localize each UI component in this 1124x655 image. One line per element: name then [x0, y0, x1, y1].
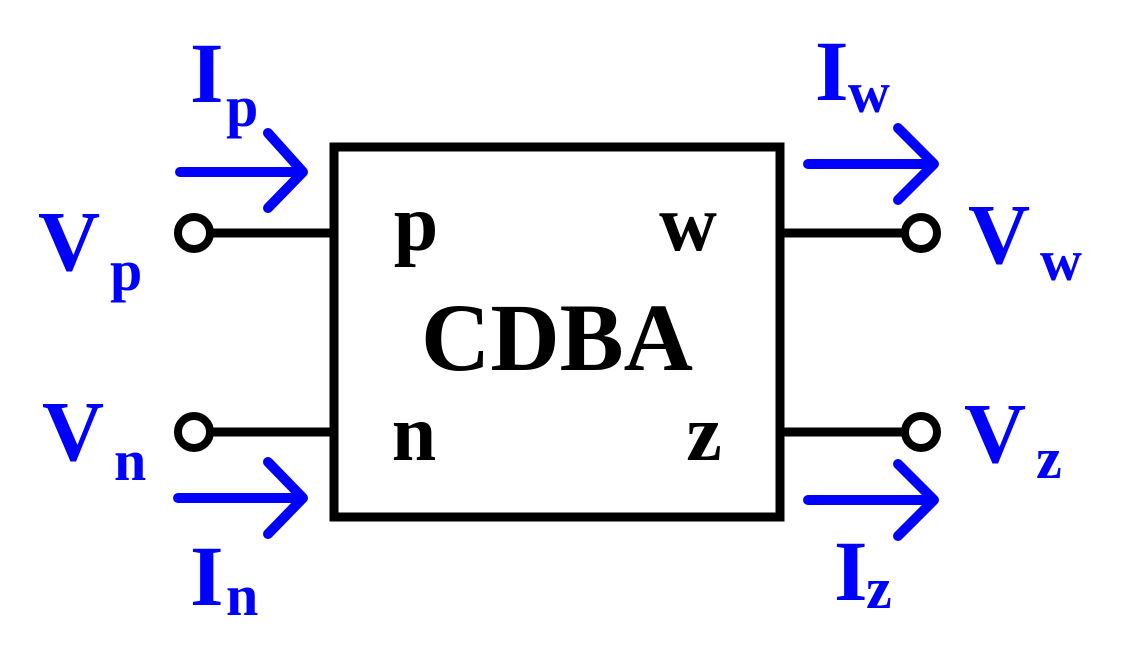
port-label-w: w	[659, 180, 717, 268]
arrow-in	[173, 457, 308, 539]
terminal-p	[174, 213, 214, 253]
arrow-ip	[175, 128, 308, 213]
cdba-block	[329, 142, 785, 522]
block-label: CDBA	[421, 284, 693, 391]
port-label-z: z	[686, 390, 722, 478]
port-label-n: n	[392, 390, 437, 478]
signal-in: In	[190, 528, 258, 628]
terminal-w	[901, 213, 941, 253]
terminal-n	[174, 412, 214, 452]
port-label-p: p	[394, 180, 439, 268]
signal-iz: Iz	[834, 523, 892, 621]
arrow-iw	[803, 123, 939, 205]
signal-iw: Iw	[815, 23, 890, 125]
arrow-iz	[803, 459, 939, 541]
terminal-z	[901, 412, 941, 452]
signal-ip: Ip	[190, 25, 258, 139]
